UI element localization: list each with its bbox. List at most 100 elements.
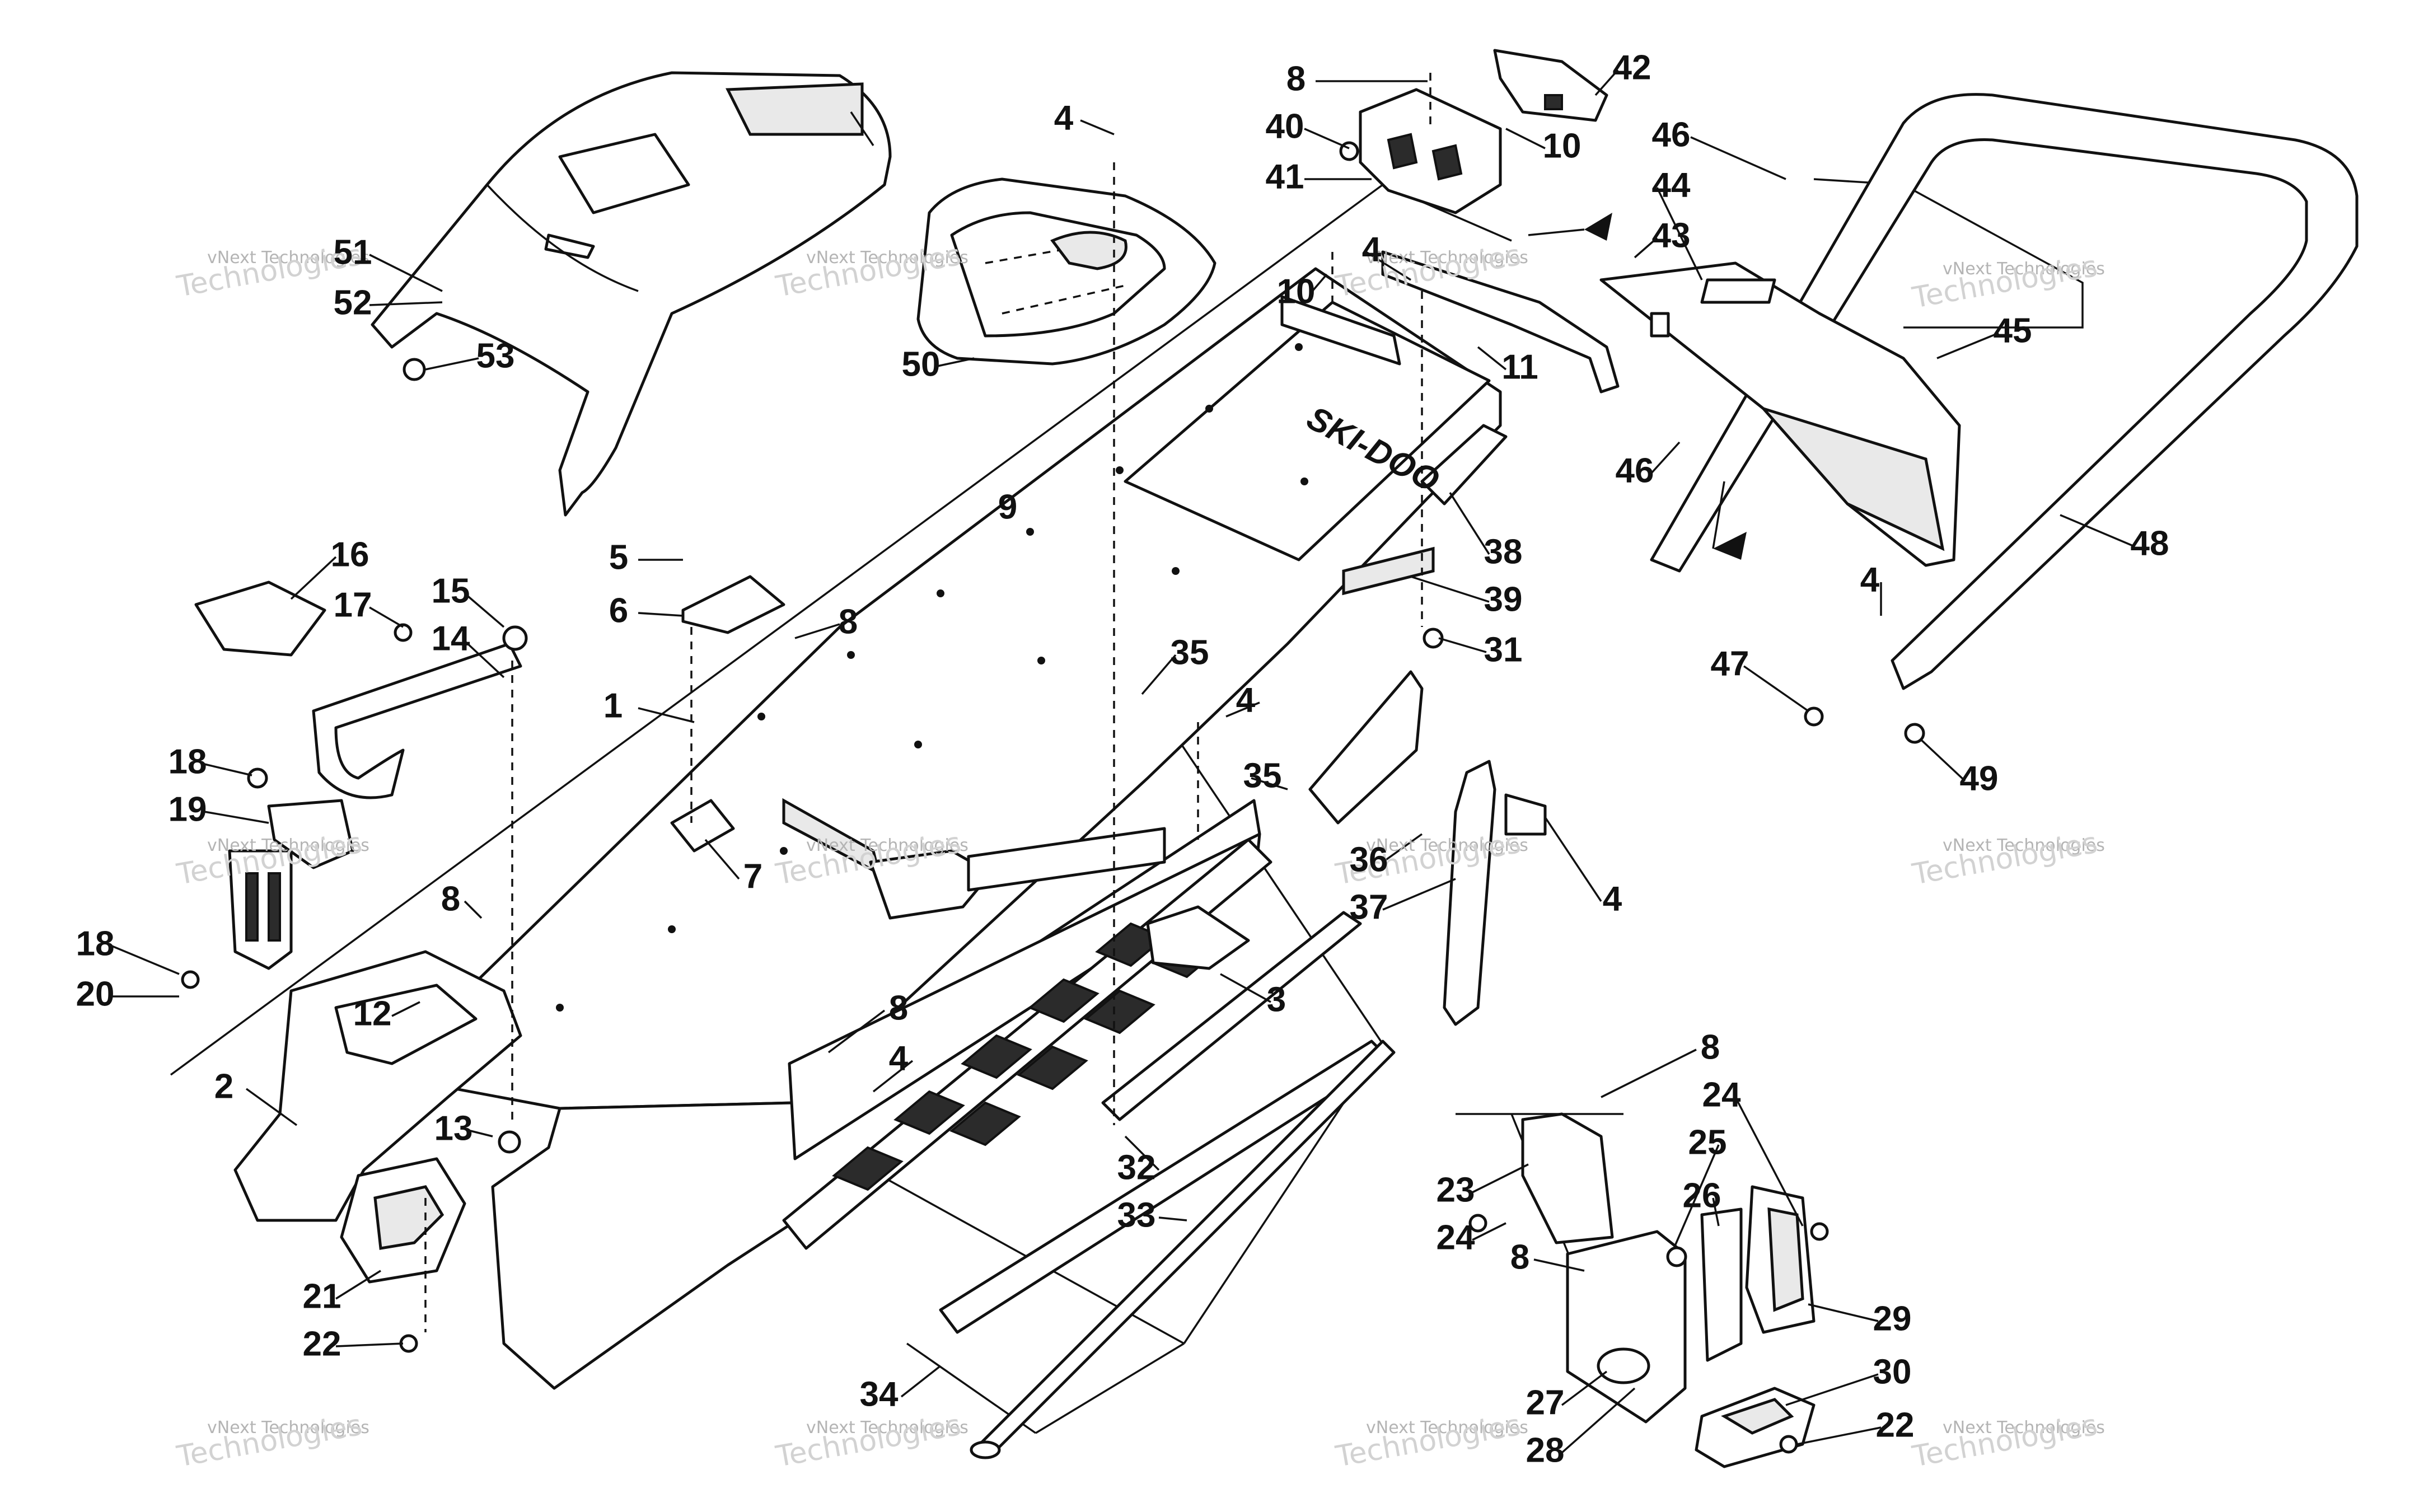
callout-label-27: 27 — [1526, 1383, 1565, 1422]
watermark-line1: vNext Technologies — [1366, 1418, 1528, 1438]
callout-label-32: 32 — [1117, 1148, 1156, 1187]
callout-label-50: 50 — [902, 345, 941, 383]
callout-label-17: 17 — [334, 586, 372, 624]
callout-label-16: 16 — [331, 535, 369, 574]
rear-right-assembly — [1521, 1112, 1816, 1468]
watermark-line1: vNext Technologies — [806, 836, 968, 855]
callout-label-41: 41 — [1266, 157, 1304, 196]
watermark-line1: vNext Technologies — [207, 836, 369, 855]
rear-axle — [970, 1040, 1396, 1459]
watermark-line1: vNext Technologies — [1943, 259, 2105, 279]
watermark-line1: vNext Technologies — [806, 248, 968, 268]
callout-label-34: 34 — [860, 1375, 899, 1413]
callout-label-8: 8 — [889, 989, 908, 1027]
callout-label-4: 4 — [1603, 879, 1622, 918]
callout-label-4: 4 — [1054, 99, 1074, 137]
seat-assembly — [371, 71, 892, 517]
watermark-line1: vNext Technologies — [207, 1418, 369, 1438]
callout-label-33: 33 — [1117, 1196, 1156, 1234]
callout-label-37: 37 — [1350, 888, 1388, 926]
callout-label-18: 18 — [169, 742, 207, 781]
callout-label-8: 8 — [1510, 1238, 1529, 1276]
callout-label-14: 14 — [432, 619, 470, 658]
callout-label-10: 10 — [1277, 272, 1316, 311]
callout-label-38: 38 — [1484, 532, 1523, 571]
callout-label-9: 9 — [998, 488, 1017, 526]
watermark-line1: vNext Technologies — [1366, 248, 1528, 268]
callout-label-20: 20 — [76, 975, 115, 1013]
callout-label-4: 4 — [1236, 681, 1256, 719]
callout-label-44: 44 — [1652, 166, 1691, 204]
callout-label-28: 28 — [1526, 1431, 1565, 1469]
callout-label-26: 26 — [1683, 1176, 1721, 1215]
callout-label-25: 25 — [1688, 1123, 1727, 1162]
watermark-line1: vNext Technologies — [1943, 1418, 2105, 1438]
arrow-icon — [1584, 213, 1612, 241]
side-bracket — [1308, 670, 1547, 1026]
callout-label-36: 36 — [1350, 840, 1388, 879]
callout-label-1: 1 — [603, 686, 623, 725]
callout-label-12: 12 — [353, 994, 392, 1033]
callout-label-51: 51 — [334, 233, 372, 271]
callout-label-2: 2 — [214, 1067, 233, 1106]
callout-label-4: 4 — [1362, 230, 1382, 269]
callout-label-3: 3 — [1267, 980, 1286, 1019]
callout-label-4: 4 — [1860, 560, 1880, 599]
callout-label-8: 8 — [441, 879, 460, 918]
callout-label-22: 22 — [1876, 1406, 1915, 1444]
rail-bracket — [1381, 250, 1620, 394]
callout-label-45: 45 — [1994, 311, 2032, 350]
callout-label-23: 23 — [1437, 1171, 1475, 1209]
callout-label-31: 31 — [1484, 630, 1523, 669]
callout-label-8: 8 — [839, 602, 858, 641]
callout-label-39: 39 — [1484, 580, 1523, 619]
arrow-icon — [1713, 532, 1747, 560]
callout-label-15: 15 — [432, 572, 470, 610]
front-left-assembly — [194, 581, 522, 1284]
hitch-bracket — [1359, 49, 1608, 214]
callout-label-7: 7 — [743, 857, 762, 896]
watermark-line1: vNext Technologies — [207, 248, 369, 268]
callout-label-6: 6 — [609, 591, 628, 630]
callout-labels: 1234444445678888889101011121314151617181… — [76, 48, 2169, 1469]
callout-label-35: 35 — [1243, 756, 1282, 795]
tunnel-cover — [939, 905, 1390, 1334]
callout-label-47: 47 — [1711, 644, 1749, 683]
callout-label-24: 24 — [1702, 1075, 1741, 1114]
callout-label-22: 22 — [303, 1324, 341, 1363]
callout-label-48: 48 — [2131, 524, 2169, 563]
dashed-assembly-lines — [424, 73, 1431, 1332]
tunnel-holes — [556, 343, 1308, 1012]
callout-label-18: 18 — [76, 924, 115, 963]
leader-lines — [111, 69, 2133, 1454]
callout-label-30: 30 — [1873, 1352, 1912, 1391]
callout-label-52: 52 — [334, 283, 372, 322]
callout-label-21: 21 — [303, 1277, 341, 1316]
callout-label-35: 35 — [1171, 633, 1209, 672]
callout-label-53: 53 — [476, 336, 515, 375]
callout-label-29: 29 — [1873, 1299, 1912, 1338]
callout-label-5: 5 — [609, 538, 628, 577]
callout-label-46: 46 — [1616, 451, 1654, 490]
callout-label-11: 11 — [1501, 348, 1538, 386]
callout-label-19: 19 — [169, 790, 207, 828]
watermark-line1: vNext Technologies — [806, 1418, 968, 1438]
callout-label-24: 24 — [1437, 1218, 1475, 1257]
rear-flap — [1599, 261, 1961, 567]
rear-grab-bar — [1650, 93, 2359, 690]
callout-label-40: 40 — [1266, 107, 1304, 146]
callout-label-8: 8 — [1286, 59, 1306, 98]
callout-label-42: 42 — [1613, 48, 1651, 87]
callout-label-46: 46 — [1652, 115, 1691, 154]
storage-bag — [916, 177, 1216, 366]
callout-label-13: 13 — [434, 1109, 473, 1148]
callout-label-49: 49 — [1960, 759, 1999, 798]
callout-label-4: 4 — [889, 1039, 909, 1078]
direction-arrows — [1528, 213, 1747, 560]
callout-label-8: 8 — [1701, 1028, 1720, 1066]
watermark-line1: vNext Technologies — [1943, 836, 2105, 855]
callout-label-43: 43 — [1652, 216, 1691, 255]
watermark-line1: vNext Technologies — [1366, 836, 1528, 855]
callout-label-10: 10 — [1543, 127, 1582, 165]
